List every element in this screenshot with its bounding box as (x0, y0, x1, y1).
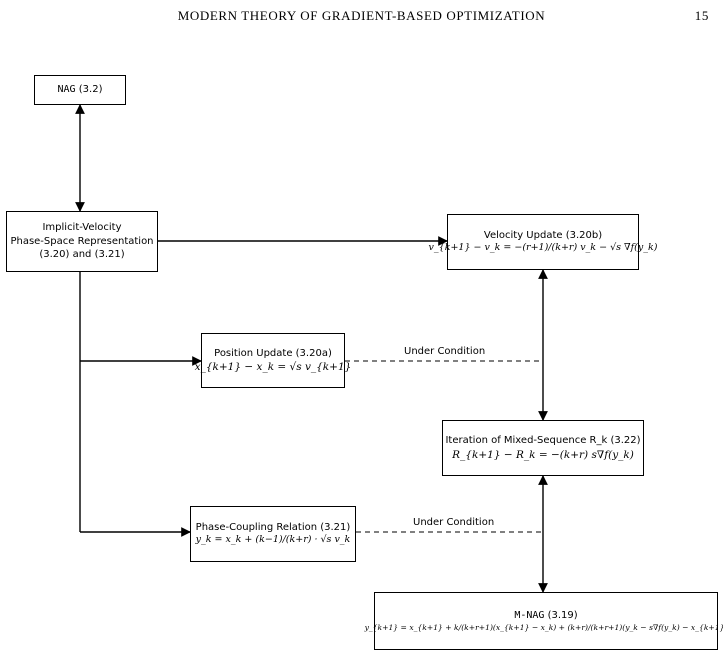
node-phase-coupling: Phase-Coupling Relation (3.21) y_k = x_k… (190, 506, 356, 562)
node-position-update: Position Update (3.20a) x_{k+1} − x_k = … (195, 333, 351, 388)
node-nag: NAG (3.2) (34, 75, 126, 105)
node-implicit-velocity: Implicit-Velocity Phase-Space Representa… (6, 211, 158, 272)
phase-equation: y_k = x_k + (k−1)/(k+r) · √s v_k (195, 534, 351, 546)
mnag-name: M-NAG (514, 610, 545, 622)
nag-name: NAG (57, 84, 76, 96)
position-title: Position Update (3.20a) (214, 347, 332, 359)
condition-label-top: Under Condition (404, 346, 486, 357)
implicit-line3: (3.20) and (3.21) (39, 249, 125, 261)
implicit-line1: Implicit-Velocity (42, 222, 122, 234)
implicit-line2: Phase-Space Representation (10, 235, 154, 247)
mixed-title: Iteration of Mixed-Sequence R_k (3.22) (445, 435, 641, 447)
node-velocity-update: Velocity Update (3.20b) v_{k+1} − v_k = … (429, 214, 657, 270)
nag-ref: (3.2) (78, 84, 103, 96)
position-equation: x_{k+1} − x_k = √s v_{k+1} (194, 361, 352, 374)
condition-label-bottom: Under Condition (413, 517, 495, 528)
velocity-title: Velocity Update (3.20b) (483, 229, 603, 241)
phase-title: Phase-Coupling Relation (3.21) (195, 521, 351, 533)
mnag-ref: (3.19) (547, 610, 578, 622)
node-mixed-sequence: Iteration of Mixed-Sequence R_k (3.22) R… (442, 420, 644, 476)
mixed-equation: R_{k+1} − R_k = −(k+r) s∇f(y_k) (452, 448, 634, 461)
velocity-equation: v_{k+1} − v_k = −(r+1)/(k+r) v_k − √s ∇f… (428, 242, 658, 254)
node-m-nag: M-NAG (3.19) y_{k+1} = x_{k+1} + k/(k+r+… (365, 592, 723, 650)
page-header: MODERN THEORY OF GRADIENT-BASED OPTIMIZA… (0, 8, 723, 28)
mnag-equation: y_{k+1} = x_{k+1} + k/(k+r+1)(x_{k+1} − … (364, 622, 723, 632)
running-title: MODERN THEORY OF GRADIENT-BASED OPTIMIZA… (177, 8, 546, 23)
page-number: 15 (694, 8, 709, 23)
